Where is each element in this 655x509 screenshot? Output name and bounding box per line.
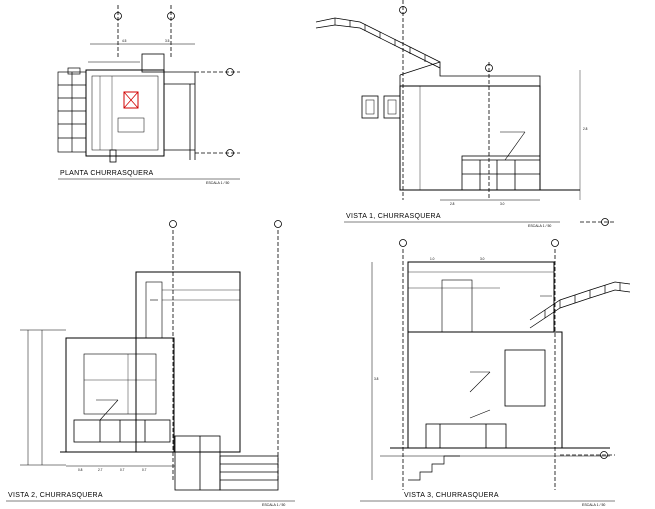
elevation-2: 0.8 2.7 0.7 0.7 VISTA 2, CHURRASQUERA ES… — [6, 220, 295, 507]
dim-label: 2.7 — [98, 468, 103, 472]
axis-marker — [169, 220, 177, 480]
counter — [461, 155, 541, 191]
scale-label: ESCALA 1 / 50 — [528, 224, 551, 228]
scale-label: ESCALA 1 / 50 — [582, 503, 605, 507]
view-title: VISTA 2, CHURRASQUERA — [8, 492, 103, 499]
axis-marker — [399, 239, 407, 490]
roof-tiles — [529, 281, 631, 329]
view-title: VISTA 3, CHURRASQUERA — [404, 492, 499, 499]
dim-label: 2.8 — [583, 127, 588, 131]
axis-marker — [551, 239, 559, 490]
axis-marker — [399, 0, 407, 200]
axis-marker — [114, 5, 122, 58]
axis-marker — [485, 62, 493, 200]
plan-view: 4.5 3.5 PLANTA — [57, 5, 240, 185]
stairs — [174, 435, 279, 491]
view-title: PLANTA CHURRASQUERA — [60, 170, 154, 177]
grill-symbol — [123, 91, 139, 109]
dim-label: 4.5 — [122, 39, 127, 43]
plan-shelving — [57, 67, 87, 153]
roof-tiles — [315, 17, 441, 69]
dim-label: 0.8 — [78, 468, 83, 472]
dim-label: 0.7 — [120, 468, 125, 472]
axis-marker — [167, 5, 175, 58]
dim-label: 0.7 — [142, 468, 147, 472]
axis-marker — [274, 220, 282, 480]
dim-label: 3.0 — [480, 257, 485, 261]
dim-label: 3.8 — [374, 377, 379, 381]
scale-label: ESCALA 1 / 50 — [206, 181, 229, 185]
axis-marker — [580, 218, 615, 226]
dim-label: 2.8 — [450, 202, 455, 206]
axis-marker — [195, 68, 240, 76]
elevation-1: 2.8 3.0 2.8 VISTA 1, CHURRASQUERA ESCALA… — [315, 0, 615, 228]
dim-label: 3.5 — [165, 39, 170, 43]
view-title: VISTA 1, CHURRASQUERA — [346, 213, 441, 220]
axis-marker — [560, 451, 615, 459]
elevation-3: 1.0 3.0 3.8 VISTA 3, CHURRASQUERA ESCALA… — [360, 239, 631, 507]
dim-label: 1.0 — [430, 257, 435, 261]
axis-marker — [195, 149, 240, 157]
scale-label: ESCALA 1 / 50 — [262, 503, 285, 507]
dim-label: 3.0 — [500, 202, 505, 206]
